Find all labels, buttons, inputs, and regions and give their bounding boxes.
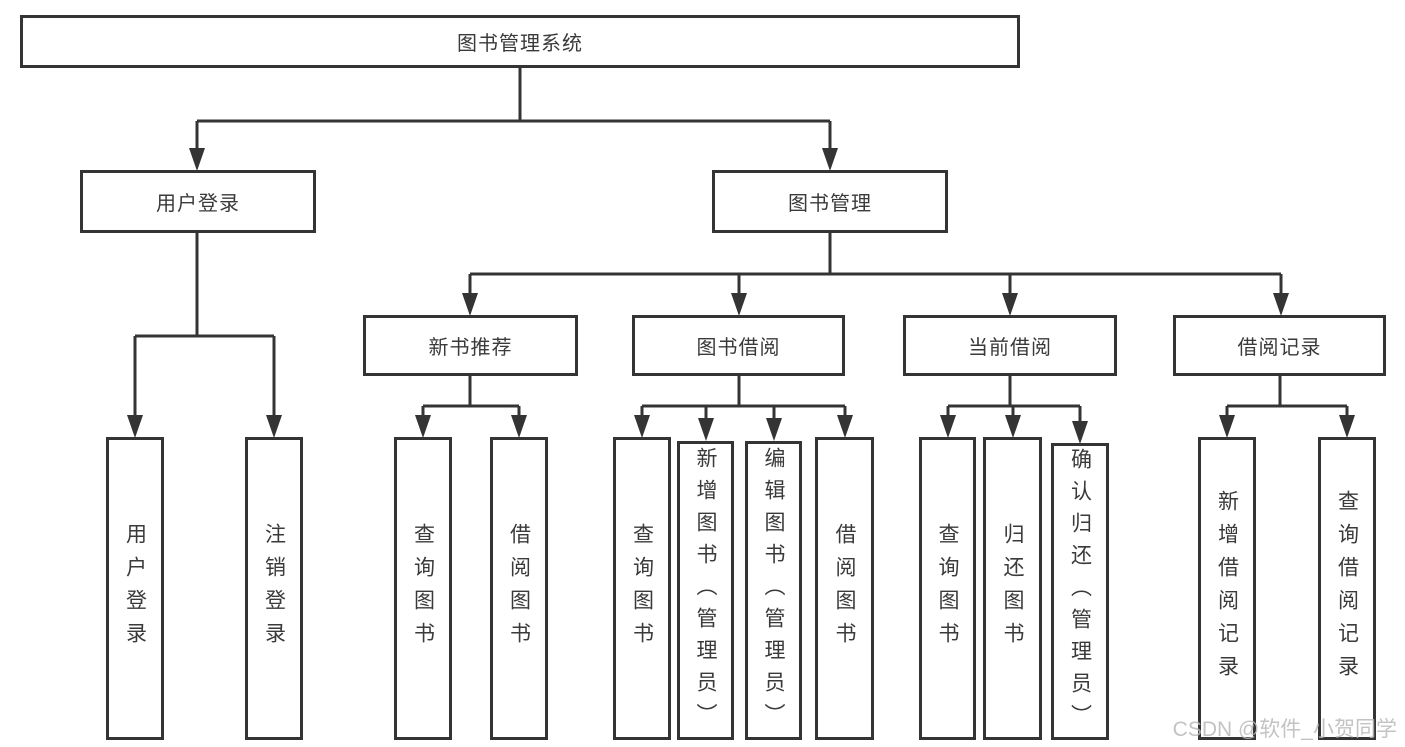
node-label: 当前借阅 xyxy=(968,337,1052,359)
leaf-label: 查询图书 xyxy=(936,522,959,655)
node-root-book-management-system: 图书管理系统 xyxy=(20,15,1020,68)
node-book-management-branch: 图书管理 xyxy=(712,170,948,233)
leaf-label: 查询图书 xyxy=(411,522,435,655)
leaf-query-books-borrowing: 查询图书 xyxy=(613,437,671,740)
node-book-borrowing: 图书借阅 xyxy=(632,315,845,376)
leaf-edit-books-admin: 编辑图书（管理员） xyxy=(745,441,802,740)
node-borrowing-records: 借阅记录 xyxy=(1173,315,1386,376)
leaf-label: 归还图书 xyxy=(1001,522,1024,655)
leaf-label: 注销登录 xyxy=(262,522,286,655)
leaf-add-books-admin: 新增图书（管理员） xyxy=(677,441,734,740)
leaf-query-borrow-record: 查询借阅记录 xyxy=(1318,437,1376,740)
node-label: 借阅记录 xyxy=(1237,337,1322,359)
csdn-watermark: CSDN @软件_小贺同学 xyxy=(1172,718,1397,741)
node-new-book-recommendation: 新书推荐 xyxy=(363,315,578,376)
leaf-label: 新增借阅记录 xyxy=(1215,489,1239,688)
node-label: 图书借阅 xyxy=(696,337,781,359)
leaf-logout: 注销登录 xyxy=(245,437,303,740)
node-label: 图书管理系统 xyxy=(457,33,583,55)
leaf-user-login: 用户登录 xyxy=(106,437,164,740)
node-current-borrowing: 当前借阅 xyxy=(903,315,1117,376)
leaf-label: 用户登录 xyxy=(123,522,147,655)
leaf-borrow-books-borrowing: 借阅图书 xyxy=(815,437,874,740)
leaf-label: 编辑图书（管理员） xyxy=(762,446,785,735)
node-user-login-branch: 用户登录 xyxy=(80,170,316,233)
leaf-add-borrow-record: 新增借阅记录 xyxy=(1198,437,1256,740)
node-label: 新书推荐 xyxy=(428,337,513,359)
leaf-confirm-return-admin: 确认归还（管理员） xyxy=(1051,443,1109,740)
node-label: 图书管理 xyxy=(788,193,872,215)
node-label: 用户登录 xyxy=(156,193,240,215)
leaf-label: 查询图书 xyxy=(630,522,654,655)
leaf-return-books: 归还图书 xyxy=(983,437,1042,740)
leaf-label: 借阅图书 xyxy=(833,522,856,655)
leaf-label: 借阅图书 xyxy=(507,522,531,655)
leaf-borrow-books-recommend: 借阅图书 xyxy=(490,437,548,740)
leaf-label: 确认归还（管理员） xyxy=(1068,447,1092,736)
leaf-label: 新增图书（管理员） xyxy=(694,446,717,735)
leaf-query-books-recommend: 查询图书 xyxy=(394,437,452,740)
arrowhead-group xyxy=(127,148,1355,444)
leaf-query-books-current: 查询图书 xyxy=(919,437,976,740)
leaf-label: 查询借阅记录 xyxy=(1335,489,1359,688)
